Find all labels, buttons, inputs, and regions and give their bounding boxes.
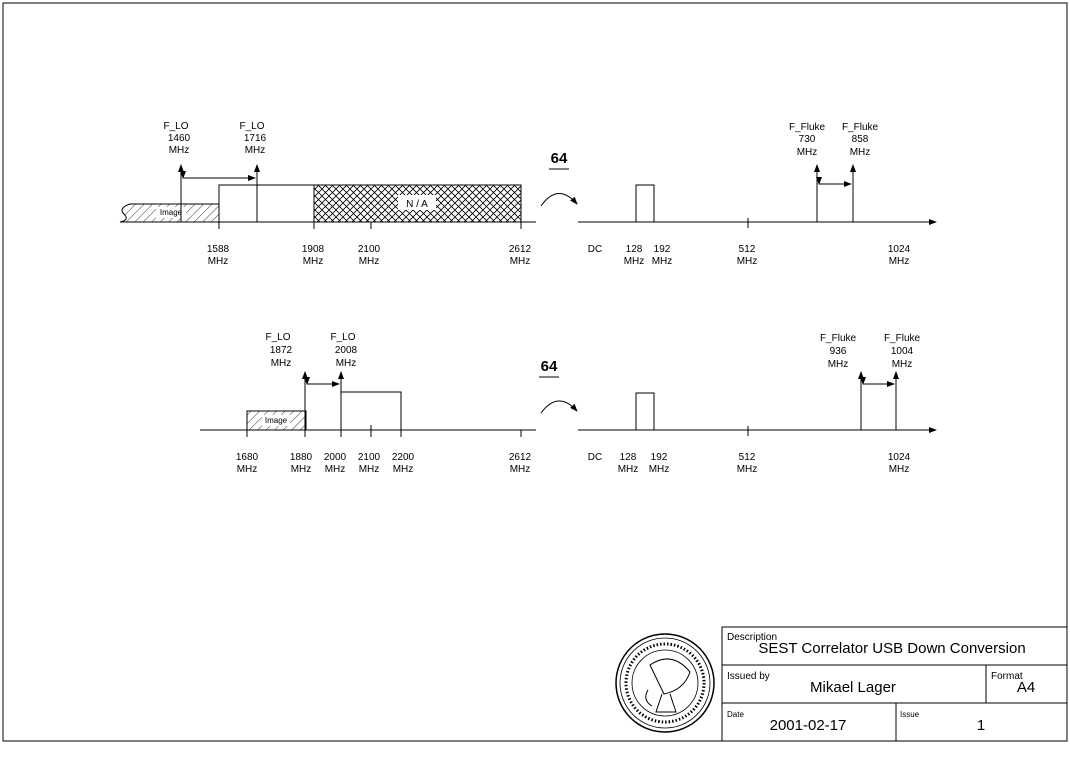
title-block: Description SEST Correlator USB Down Con… (721, 626, 1068, 742)
if-tick-1024: 1024 (888, 244, 911, 255)
if2-tick-512: 512 (739, 452, 756, 463)
fluke-1-value: 730 (799, 134, 816, 145)
if2-tick-192-unit: MHz (649, 464, 670, 475)
if2-tick-1024: 1024 (888, 452, 911, 463)
fluke-2-value: 858 (852, 134, 869, 145)
image-label-2: Image (265, 416, 288, 425)
rf2-tick-2200: 2200 (392, 452, 415, 463)
date-value: 2001-02-17 (770, 717, 847, 734)
if-tick-128-unit: MHz (624, 256, 645, 267)
observatory-seal-icon (615, 633, 715, 733)
if2-tick-192: 192 (651, 452, 668, 463)
description-label: Description (727, 632, 777, 643)
fluke-1-unit: MHz (797, 147, 818, 158)
issued-by-value: Mikael Lager (810, 679, 896, 696)
lo-1-name: F_LO (163, 121, 188, 132)
issue-value: 1 (977, 717, 985, 734)
rf2-tick-1680-unit: MHz (237, 464, 258, 475)
if2-tick-1024-unit: MHz (889, 464, 910, 475)
lo-2-1-value: 1872 (270, 345, 293, 356)
image-label-2-bg (262, 415, 290, 426)
rf2-tick-2612-unit: MHz (510, 464, 531, 475)
lo-2-2-value: 2008 (335, 345, 358, 356)
if-tick-512: 512 (739, 244, 756, 255)
usb-band-2 (340, 391, 402, 431)
fluke-2-name: F_Fluke (842, 122, 879, 133)
rf-tick-2100-unit: MHz (359, 256, 380, 267)
rf-tick-1588-unit: MHz (208, 256, 229, 267)
rf-tick-2612: 2612 (509, 244, 532, 255)
sheet-border (2, 2, 1068, 742)
lo-2-1-unit: MHz (271, 358, 292, 369)
rf2-tick-1880-unit: MHz (291, 464, 312, 475)
diagram-1: Image N / A F_LO 1460 MHz F_LO 1716 MHz … (119, 121, 937, 267)
lo-2-2-name: F_LO (330, 332, 355, 343)
image-label-bg (156, 207, 186, 218)
if-tick-128: 128 (626, 244, 643, 255)
rf2-tick-2200-unit: MHz (393, 464, 414, 475)
rf2-tick-1680: 1680 (236, 452, 259, 463)
issue-label: Issue (900, 710, 920, 719)
issued-by-label: Issued by (727, 671, 770, 682)
usb-band (218, 184, 315, 223)
conversion-arrow-1 (540, 193, 578, 207)
if-tick-192: 192 (654, 244, 671, 255)
na-label-bg (398, 195, 436, 210)
rf-tick-1588: 1588 (207, 244, 230, 255)
if-tick-192-unit: MHz (652, 256, 673, 267)
divisor-label-2: 64 (541, 358, 558, 375)
rf2-tick-2100: 2100 (358, 452, 381, 463)
divisor-label-1: 64 (551, 150, 568, 167)
if2-tick-128: 128 (620, 452, 637, 463)
date-label: Date (727, 710, 744, 719)
fluke-2-1-name: F_Fluke (820, 333, 857, 344)
lo-1-unit: MHz (169, 145, 190, 156)
na-label: N / A (406, 199, 428, 210)
rf-tick-1908: 1908 (302, 244, 325, 255)
rf-tick-2612-unit: MHz (510, 256, 531, 267)
if-tick-1024-unit: MHz (889, 256, 910, 267)
if2-tick-512-unit: MHz (737, 464, 758, 475)
fluke-2-2-unit: MHz (892, 359, 913, 370)
if-tick-512-unit: MHz (737, 256, 758, 267)
if-band (635, 184, 655, 223)
format-label: Format (991, 671, 1023, 682)
fluke-1-name: F_Fluke (789, 122, 826, 133)
rf2-tick-2612: 2612 (509, 452, 532, 463)
fluke-2-2-value: 1004 (891, 346, 914, 357)
lo-2-unit: MHz (245, 145, 266, 156)
lo-2-1-name: F_LO (265, 332, 290, 343)
if-band-2 (635, 392, 655, 431)
fluke-2-1-unit: MHz (828, 359, 849, 370)
lo-2-name: F_LO (239, 121, 264, 132)
fluke-2-1-value: 936 (830, 346, 847, 357)
lo-2-2-unit: MHz (336, 358, 357, 369)
if-tick-dc: DC (588, 244, 602, 255)
rf2-tick-2000-unit: MHz (325, 464, 346, 475)
image-label: Image (160, 208, 183, 217)
diagram-2: Image F_LO 1872 MHz F_LO 2008 MHz 1680 M… (200, 332, 937, 475)
rf2-tick-1880: 1880 (290, 452, 313, 463)
if2-tick-128-unit: MHz (618, 464, 639, 475)
if2-tick-dc: DC (588, 452, 602, 463)
rf-tick-2100: 2100 (358, 244, 381, 255)
rf-tick-1908-unit: MHz (303, 256, 324, 267)
fluke-2-2-name: F_Fluke (884, 333, 921, 344)
lo-2-value: 1716 (244, 133, 267, 144)
lo-1-value: 1460 (168, 133, 191, 144)
rf2-tick-2100-unit: MHz (359, 464, 380, 475)
description-value: SEST Correlator USB Down Conversion (758, 640, 1025, 657)
fluke-2-unit: MHz (850, 147, 871, 158)
conversion-arrow-2 (540, 400, 578, 414)
rf2-tick-2000: 2000 (324, 452, 347, 463)
format-value: A4 (1017, 679, 1035, 696)
